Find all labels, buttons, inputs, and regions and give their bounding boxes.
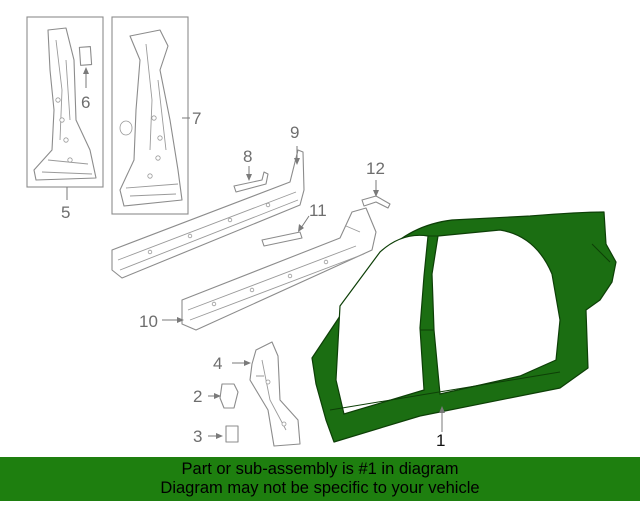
part-7-group: 7: [111, 16, 201, 215]
banner-line-2: Diagram may not be specific to your vehi…: [160, 479, 480, 497]
part-3-group: 3: [193, 425, 239, 446]
part-6-pad[interactable]: [78, 46, 93, 66]
part-12-bracket[interactable]: [361, 195, 391, 209]
exploded-parts-diagram: 6 5 7 9 8 11: [26, 16, 617, 450]
part-5-pillar[interactable]: [33, 27, 97, 181]
callout-2: 2: [193, 387, 202, 406]
part-9-rocker[interactable]: [111, 149, 305, 279]
part-3-pad[interactable]: [225, 425, 239, 443]
part-2-group: 2: [193, 383, 239, 409]
callout-7: 7: [192, 109, 201, 128]
part-11-group: 11: [261, 201, 327, 247]
part-7-frame: [111, 16, 189, 215]
callout-8: 8: [243, 147, 252, 166]
part-10-reinforcement[interactable]: [181, 207, 377, 331]
part-4-hinge-pillar[interactable]: [249, 341, 301, 447]
part-1-rear-door-opening: [431, 229, 561, 395]
part-2-bracket[interactable]: [219, 383, 239, 409]
callout-3: 3: [193, 427, 202, 446]
callout-1: 1: [436, 431, 445, 450]
callout-9: 9: [290, 123, 299, 142]
part-5-group: 6 5: [26, 16, 104, 222]
callout-12: 12: [366, 159, 385, 178]
callout-5: 5: [61, 203, 70, 222]
part-1-group: 1: [311, 211, 617, 450]
callout-6: 6: [81, 93, 90, 112]
callout-10: 10: [139, 312, 158, 331]
part-12-group: 12: [361, 159, 391, 209]
part-1-front-door-opening: [335, 234, 429, 415]
part-8-group: 8: [233, 147, 269, 193]
part-8-bracket[interactable]: [233, 171, 269, 193]
callout-4: 4: [213, 354, 222, 373]
info-banner: Part or sub-assembly is #1 in diagram Di…: [0, 457, 640, 501]
banner-line-1: Part or sub-assembly is #1 in diagram: [181, 460, 459, 478]
callout-11: 11: [309, 201, 327, 220]
part-4-group: 4: [213, 341, 301, 447]
part-10-group: 10: [139, 207, 377, 331]
part-5-frame: [26, 16, 104, 188]
part-9-group: 9: [111, 123, 305, 279]
part-11-plate[interactable]: [261, 231, 303, 247]
